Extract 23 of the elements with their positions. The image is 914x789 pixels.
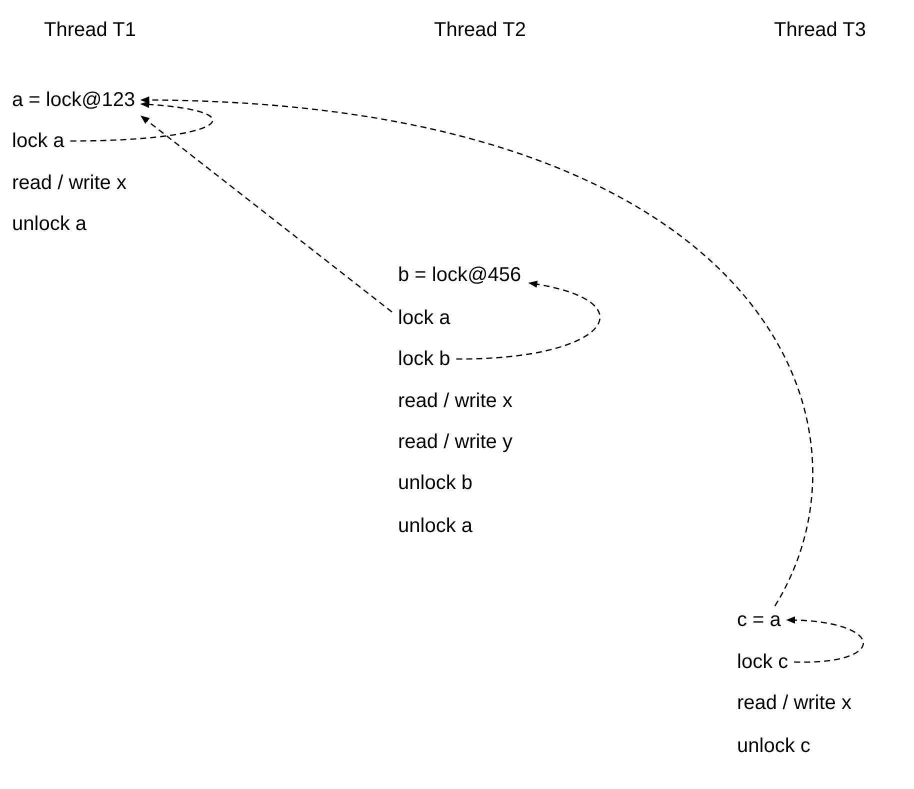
dashed-arrow [456, 280, 600, 360]
code-line: read / write y [398, 430, 512, 454]
thread-heading: Thread T3 [774, 18, 866, 42]
code-line: c = a [737, 608, 781, 632]
code-line: read / write x [12, 171, 126, 195]
code-line: lock b [398, 347, 450, 371]
dashed-arrow [70, 101, 213, 142]
code-line: unlock b [398, 471, 472, 495]
dashed-arrow [786, 616, 864, 663]
code-line: read / write x [398, 389, 512, 413]
code-line: unlock c [737, 734, 810, 758]
dashed-arrow [140, 96, 812, 606]
thread-heading: Thread T1 [44, 18, 136, 42]
code-line: lock a [12, 129, 64, 153]
code-line: b = lock@456 [398, 263, 522, 287]
code-line: lock a [398, 306, 450, 330]
code-line: unlock a [12, 212, 86, 236]
code-line: lock c [737, 650, 788, 674]
code-line: a = lock@123 [12, 88, 136, 112]
code-line: read / write x [737, 691, 852, 715]
code-line: unlock a [398, 514, 472, 538]
dashed-arrow [140, 115, 392, 313]
thread-heading: Thread T2 [434, 18, 526, 42]
